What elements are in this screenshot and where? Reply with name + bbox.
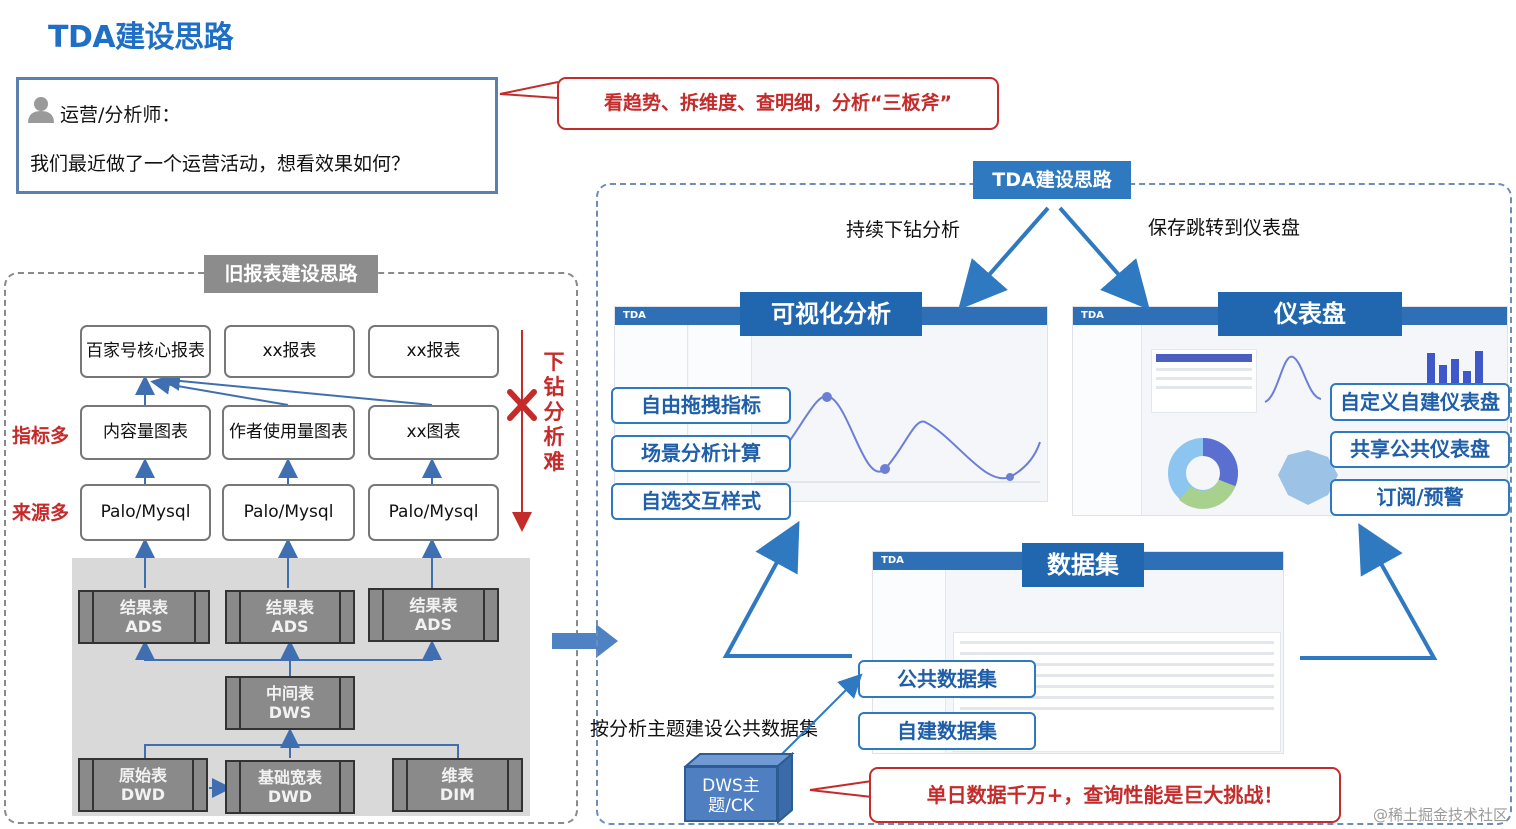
performance-callout: 单日数据千万+，查询性能是巨大挑战！ <box>869 767 1341 823</box>
screenshot-logo: TDA <box>623 310 646 321</box>
source-box: Palo/Mysql <box>80 484 211 541</box>
table-code: ADS <box>125 617 163 636</box>
dataset-caption: 按分析主题建设公共数据集 <box>590 718 819 740</box>
dashboard-heading: 仪表盘 <box>1218 292 1402 336</box>
callout-pointer <box>499 81 559 99</box>
drilldown-hard-label: 下钻分析难 <box>543 350 565 474</box>
table-name: 维表 <box>441 766 474 785</box>
feature-scenario-calc: 场景分析计算 <box>611 435 791 472</box>
chart-box: 内容量图表 <box>80 405 211 460</box>
table-code: DIM <box>439 785 476 804</box>
many-sources-label: 来源多 <box>12 502 70 524</box>
source-box: Palo/Mysql <box>222 484 355 541</box>
donut-thumbnail <box>1168 438 1238 509</box>
feature-custom-dashboard: 自定义自建仪表盘 <box>1330 383 1510 421</box>
page-title: TDA建设思路 <box>48 20 234 55</box>
feature-drag-metrics: 自由拖拽指标 <box>611 387 791 424</box>
table-code: ADS <box>414 615 453 634</box>
user-icon <box>28 97 54 123</box>
perf-callout-pointer <box>809 780 873 798</box>
old-approach-badge: 旧报表建设思路 <box>204 255 378 293</box>
dataset-heading: 数据集 <box>1022 543 1144 587</box>
table-name: 中间表 <box>265 684 314 703</box>
screenshot-logo: TDA <box>881 555 904 566</box>
drilldown-caption: 持续下钻分析 <box>846 219 961 241</box>
analysis-callout: 看趋势、拆维度、查明细，分析“三板斧” <box>557 77 999 130</box>
table-name: 结果表 <box>265 598 314 617</box>
save-to-dashboard-caption: 保存跳转到仪表盘 <box>1148 217 1301 239</box>
table-name: 原始表 <box>118 766 167 785</box>
source-box: Palo/Mysql <box>368 484 499 541</box>
report-box: xx报表 <box>224 325 355 378</box>
bar-thumbnail <box>1427 351 1483 383</box>
old-approach-arrows <box>135 330 537 798</box>
screenshot-logo: TDA <box>1081 310 1104 321</box>
mini-line-thumbnail <box>1264 355 1322 403</box>
feature-interactive-style: 自选交互样式 <box>611 483 791 520</box>
table-name: 结果表 <box>409 596 458 615</box>
feature-shared-dashboard: 共享公共仪表盘 <box>1330 431 1510 468</box>
table-code: DWD <box>267 787 313 806</box>
report-box: xx报表 <box>368 325 499 378</box>
chart-box: xx图表 <box>368 405 499 460</box>
table-name: 结果表 <box>119 598 168 617</box>
map-thumbnail <box>1278 450 1338 505</box>
question-box <box>16 77 498 194</box>
visual-analysis-heading: 可视化分析 <box>740 292 922 336</box>
watermark: @稀土掘金技术社区 <box>1372 806 1508 824</box>
feature-custom-dataset: 自建数据集 <box>858 712 1036 750</box>
feature-public-dataset: 公共数据集 <box>858 660 1036 698</box>
transition-arrow <box>552 624 618 658</box>
dws-cube-label: DWS主题/CK <box>684 766 778 822</box>
line-chart-thumbnail <box>755 392 1041 483</box>
tda-approach-badge: TDA建设思路 <box>973 161 1131 199</box>
table-code: ADS <box>271 617 309 636</box>
table-code: DWS <box>268 703 312 722</box>
many-metrics-label: 指标多 <box>12 425 70 447</box>
report-box: 百家号核心报表 <box>80 325 211 378</box>
role-label: 运营/分析师： <box>60 104 181 126</box>
question-text: 我们最近做了一个运营活动，想看效果如何？ <box>30 153 411 175</box>
table-code: DWD <box>120 785 166 804</box>
feature-subscribe-alert: 订阅/预警 <box>1330 479 1510 516</box>
table-name: 基础宽表 <box>257 768 322 787</box>
chart-box: 作者使用量图表 <box>222 405 355 460</box>
